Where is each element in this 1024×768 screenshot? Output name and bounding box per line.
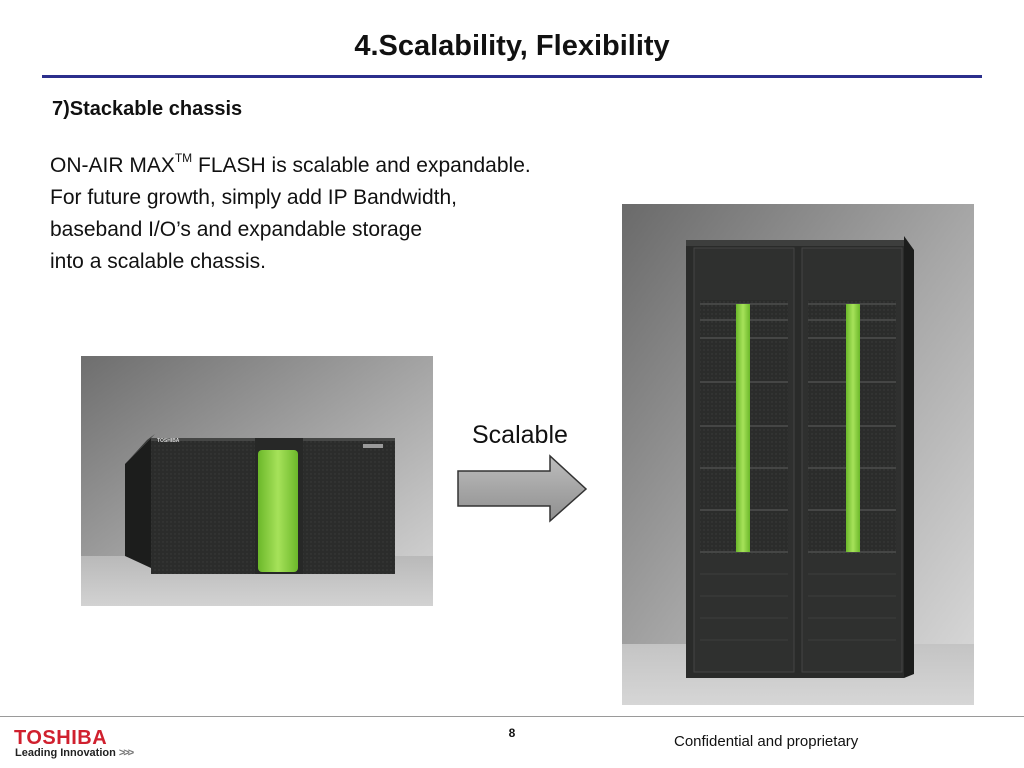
chassis-logo-text: TOSHIBA <box>157 438 180 444</box>
slide-title: 4.Scalability, Flexibility <box>354 30 670 62</box>
body-line-1: ON-AIR MAXTM FLASH is scalable and expan… <box>50 151 531 177</box>
chevron-right-icon: >>> <box>118 747 134 759</box>
stacked-chassis-rack-image <box>622 204 974 705</box>
right-arrow-icon <box>457 454 588 523</box>
scalable-label: Scalable <box>472 421 568 449</box>
body-line-4: into a scalable chassis. <box>50 250 266 273</box>
footer-divider <box>0 716 1024 717</box>
body-line-2: For future growth, simply add IP Bandwid… <box>50 186 457 209</box>
title-divider <box>42 75 982 78</box>
body-text: ON-AIR MAXTM FLASH is scalable and expan… <box>50 150 531 278</box>
confidential-notice: Confidential and proprietary <box>674 733 859 750</box>
tagline: Leading Innovation >>> <box>15 747 134 759</box>
toshiba-logo: TOSHIBA <box>14 727 108 749</box>
single-chassis-image: TOSHIBA <box>81 356 433 606</box>
body-line-3: baseband I/O’s and expandable storage <box>50 218 423 241</box>
section-subheading: 7)Stackable chassis <box>52 98 243 120</box>
page-number: 8 <box>508 726 516 740</box>
trademark-superscript: TM <box>174 151 193 165</box>
